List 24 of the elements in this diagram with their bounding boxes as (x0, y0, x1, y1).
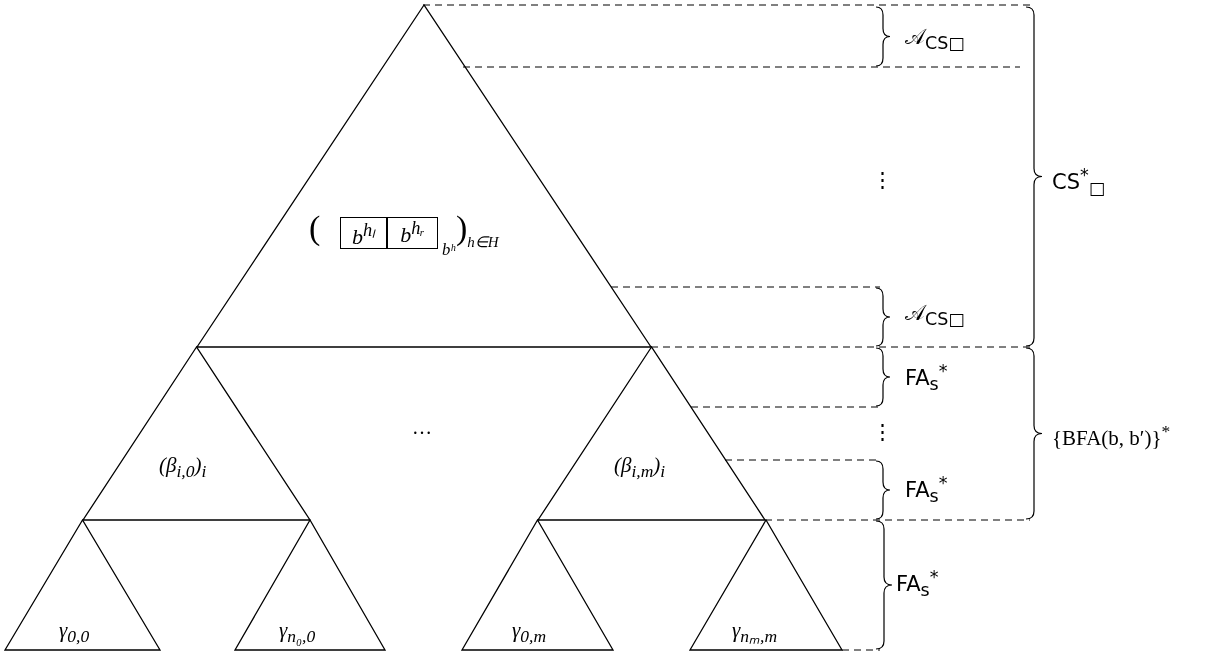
brace-label: … (412, 417, 432, 437)
math-text: γ$_{nₘ,m}$ (732, 620, 778, 646)
brace-label: {BFA(b, b′)}$^{*}$ (1052, 423, 1171, 449)
math-text: b$^{hᵣ}$ (387, 217, 438, 249)
triangle (235, 520, 385, 650)
brace-label: ⋮ (872, 169, 893, 191)
math-text: γ$_{n₀,0}$ (279, 620, 316, 646)
triangle (538, 347, 765, 520)
triangle (5, 520, 160, 650)
brace-label: 𝒜$_{CS□}$ (905, 27, 965, 53)
math-text: bʰ (442, 240, 456, 259)
math-text: b$^{hₗ}$ (340, 217, 387, 249)
math-text: )$_{h∈H}$ (456, 211, 499, 250)
math-text: γ$_{0,0}$ (59, 620, 90, 646)
brace-label: 𝒜$_{CS□}$ (905, 303, 965, 329)
triangle (462, 520, 613, 650)
math-text: γ$_{0,m}$ (512, 620, 547, 646)
math-text: (β$_{i,m}$)$_{i}$ (614, 455, 666, 481)
triangle (690, 520, 842, 650)
brace-label: ⋮ (872, 421, 893, 443)
math-text: ( (309, 211, 321, 245)
math-text: (β$_{i,0}$)$_{i}$ (159, 455, 207, 481)
triangle (197, 5, 651, 347)
triangle (83, 347, 310, 520)
